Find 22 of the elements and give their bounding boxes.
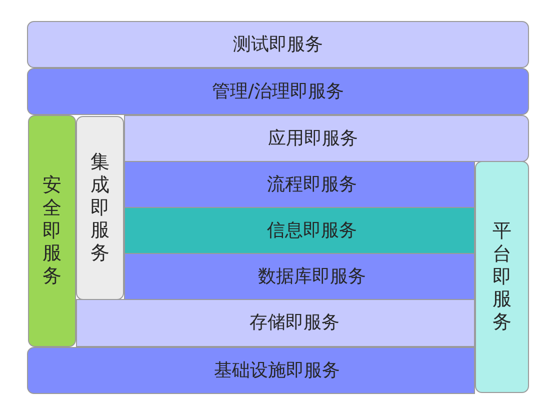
service-column (76, 116, 124, 300)
service-layer (27, 68, 529, 115)
layer-label: 应用即服务 (268, 128, 358, 150)
service-layer (27, 347, 475, 394)
service-layer (27, 21, 529, 68)
service-layer (124, 253, 475, 300)
layer-label: 基础设施即服务 (214, 360, 340, 382)
service-layer (76, 299, 475, 347)
column-label: 平台即服务 (492, 220, 512, 334)
service-layer (124, 207, 475, 254)
layer-label: 测试即服务 (233, 34, 323, 56)
column-label: 集成即服务 (90, 151, 110, 265)
service-layer (124, 161, 475, 208)
layer-label: 存储即服务 (250, 312, 340, 334)
service-column (475, 161, 529, 393)
layer-label: 信息即服务 (267, 220, 357, 242)
layer-label: 流程即服务 (267, 174, 357, 196)
service-layer (124, 115, 529, 162)
layer-label: 数据库即服务 (258, 266, 366, 288)
column-label: 安全即服务 (42, 174, 62, 288)
service-column (28, 115, 76, 347)
layer-label: 管理/治理即服务 (212, 80, 344, 102)
